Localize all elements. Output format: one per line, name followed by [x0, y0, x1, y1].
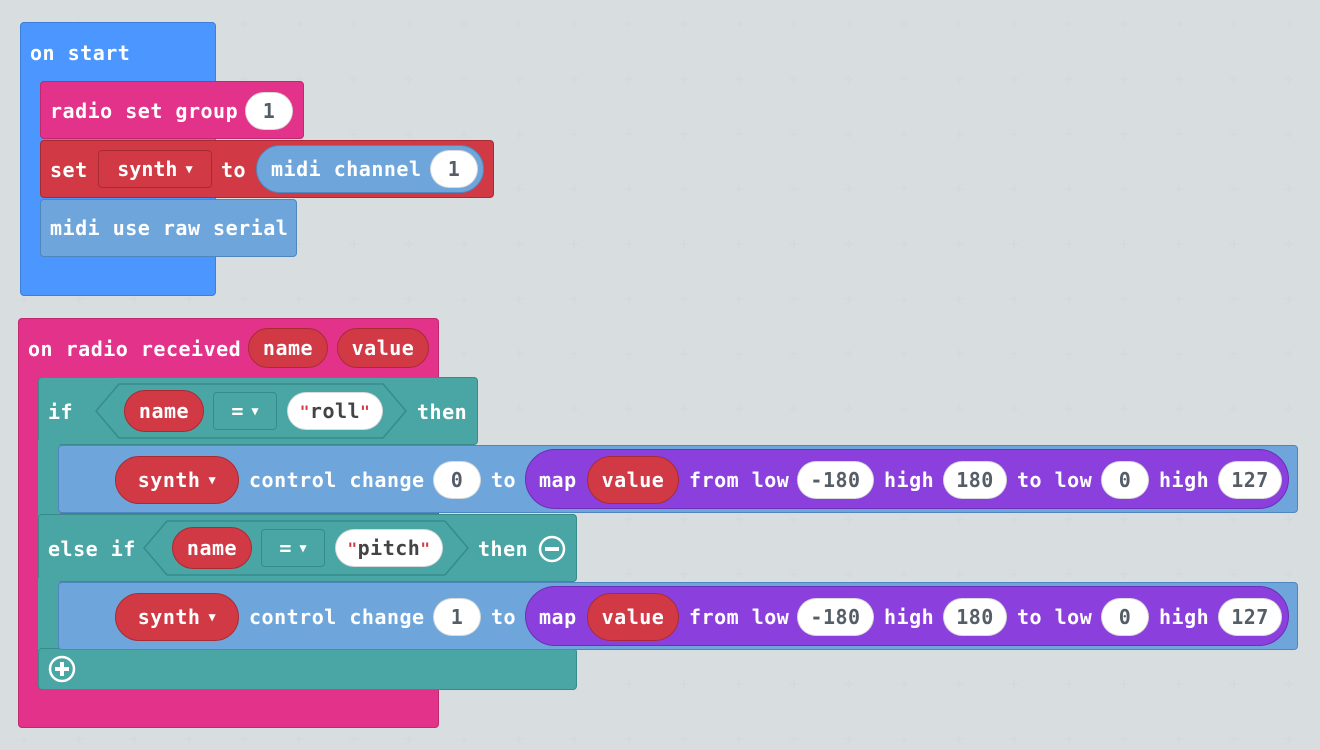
cc2-from-low-label: from low: [689, 605, 790, 629]
cond2-left[interactable]: name: [172, 527, 252, 569]
cc2-synth-dropdown[interactable]: synth ▼: [115, 593, 239, 641]
midi-raw-serial-block[interactable]: [40, 199, 297, 257]
plus-circle-icon[interactable]: [48, 655, 76, 683]
on-radio-received-label: on radio received: [28, 337, 242, 361]
minus-circle-icon[interactable]: [538, 535, 566, 563]
cc1-number[interactable]: 0: [433, 461, 481, 499]
chevron-down-icon: ▼: [299, 541, 307, 555]
if-block-footer: [38, 648, 577, 690]
cc1-high-label: high: [884, 468, 935, 492]
midi-channel-value[interactable]: 1: [430, 150, 478, 188]
cc1-to-low[interactable]: 0: [1101, 461, 1149, 499]
cond2-right-text: pitch: [357, 536, 421, 560]
open-quote-icon: ": [347, 538, 358, 558]
cc1-to-label: to: [491, 468, 517, 492]
radio-set-group-label: radio set group: [50, 99, 239, 123]
then-label: then: [417, 400, 468, 424]
cc2-high-label: high: [884, 605, 935, 629]
cc1-high2-label: high: [1159, 468, 1210, 492]
set-label: set: [50, 158, 88, 182]
cond2-operator-dropdown[interactable]: = ▼: [261, 529, 325, 567]
if-block-body: [38, 440, 60, 520]
param-name[interactable]: name: [248, 328, 328, 368]
chevron-down-icon: ▼: [251, 404, 259, 418]
on-start-label: on start: [30, 41, 131, 65]
midi-channel-label: midi channel: [271, 157, 422, 181]
midi-raw-serial-label: midi use raw serial: [50, 216, 289, 240]
cc1-label: control change: [249, 468, 425, 492]
chevron-down-icon: ▼: [208, 610, 217, 624]
cc2-number[interactable]: 1: [433, 598, 481, 636]
cond1-right-text: roll: [309, 399, 361, 423]
chevron-down-icon: ▼: [208, 473, 217, 487]
to-label: to: [221, 158, 247, 182]
close-quote-icon: ": [360, 401, 371, 421]
cc1-to-high[interactable]: 127: [1218, 461, 1282, 499]
cc2-high2-label: high: [1159, 605, 1210, 629]
cc1-map-value[interactable]: value: [587, 456, 679, 504]
else-if-label: else if: [48, 537, 136, 561]
then-label-2: then: [478, 537, 529, 561]
cond1-right[interactable]: " roll ": [287, 392, 383, 430]
cond1-operator-label: =: [231, 399, 244, 423]
cond1-left[interactable]: name: [124, 390, 204, 432]
cc2-label: control change: [249, 605, 425, 629]
cc1-map-label: map: [539, 468, 577, 492]
radio-group-value[interactable]: 1: [245, 92, 293, 130]
close-quote-icon: ": [420, 538, 431, 558]
cc1-from-low[interactable]: -180: [797, 461, 874, 499]
if-label: if: [48, 400, 74, 424]
cc2-synth-label: synth: [137, 605, 201, 629]
variable-dropdown-label: synth: [117, 157, 178, 181]
cc1-from-low-label: from low: [689, 468, 790, 492]
cond1-operator-dropdown[interactable]: = ▼: [213, 392, 277, 430]
cc1-synth-dropdown[interactable]: synth ▼: [115, 456, 239, 504]
cc2-to-low-label: to low: [1017, 605, 1093, 629]
if-block-body-2: [38, 578, 60, 654]
cond2-right[interactable]: " pitch ": [335, 529, 443, 567]
cc2-map-value[interactable]: value: [587, 593, 679, 641]
cc1-from-high[interactable]: 180: [943, 461, 1007, 499]
cc2-to-high[interactable]: 127: [1218, 598, 1282, 636]
cc2-from-low[interactable]: -180: [797, 598, 874, 636]
cc1-to-low-label: to low: [1017, 468, 1093, 492]
param-value[interactable]: value: [337, 328, 429, 368]
cc2-map-label: map: [539, 605, 577, 629]
cc1-synth-label: synth: [137, 468, 201, 492]
chevron-down-icon: ▼: [185, 162, 193, 176]
cc2-from-high[interactable]: 180: [943, 598, 1007, 636]
variable-dropdown[interactable]: synth ▼: [98, 150, 212, 188]
cc2-to-label: to: [491, 605, 517, 629]
cc2-to-low[interactable]: 0: [1101, 598, 1149, 636]
open-quote-icon: ": [299, 401, 310, 421]
cond2-operator-label: =: [279, 536, 292, 560]
